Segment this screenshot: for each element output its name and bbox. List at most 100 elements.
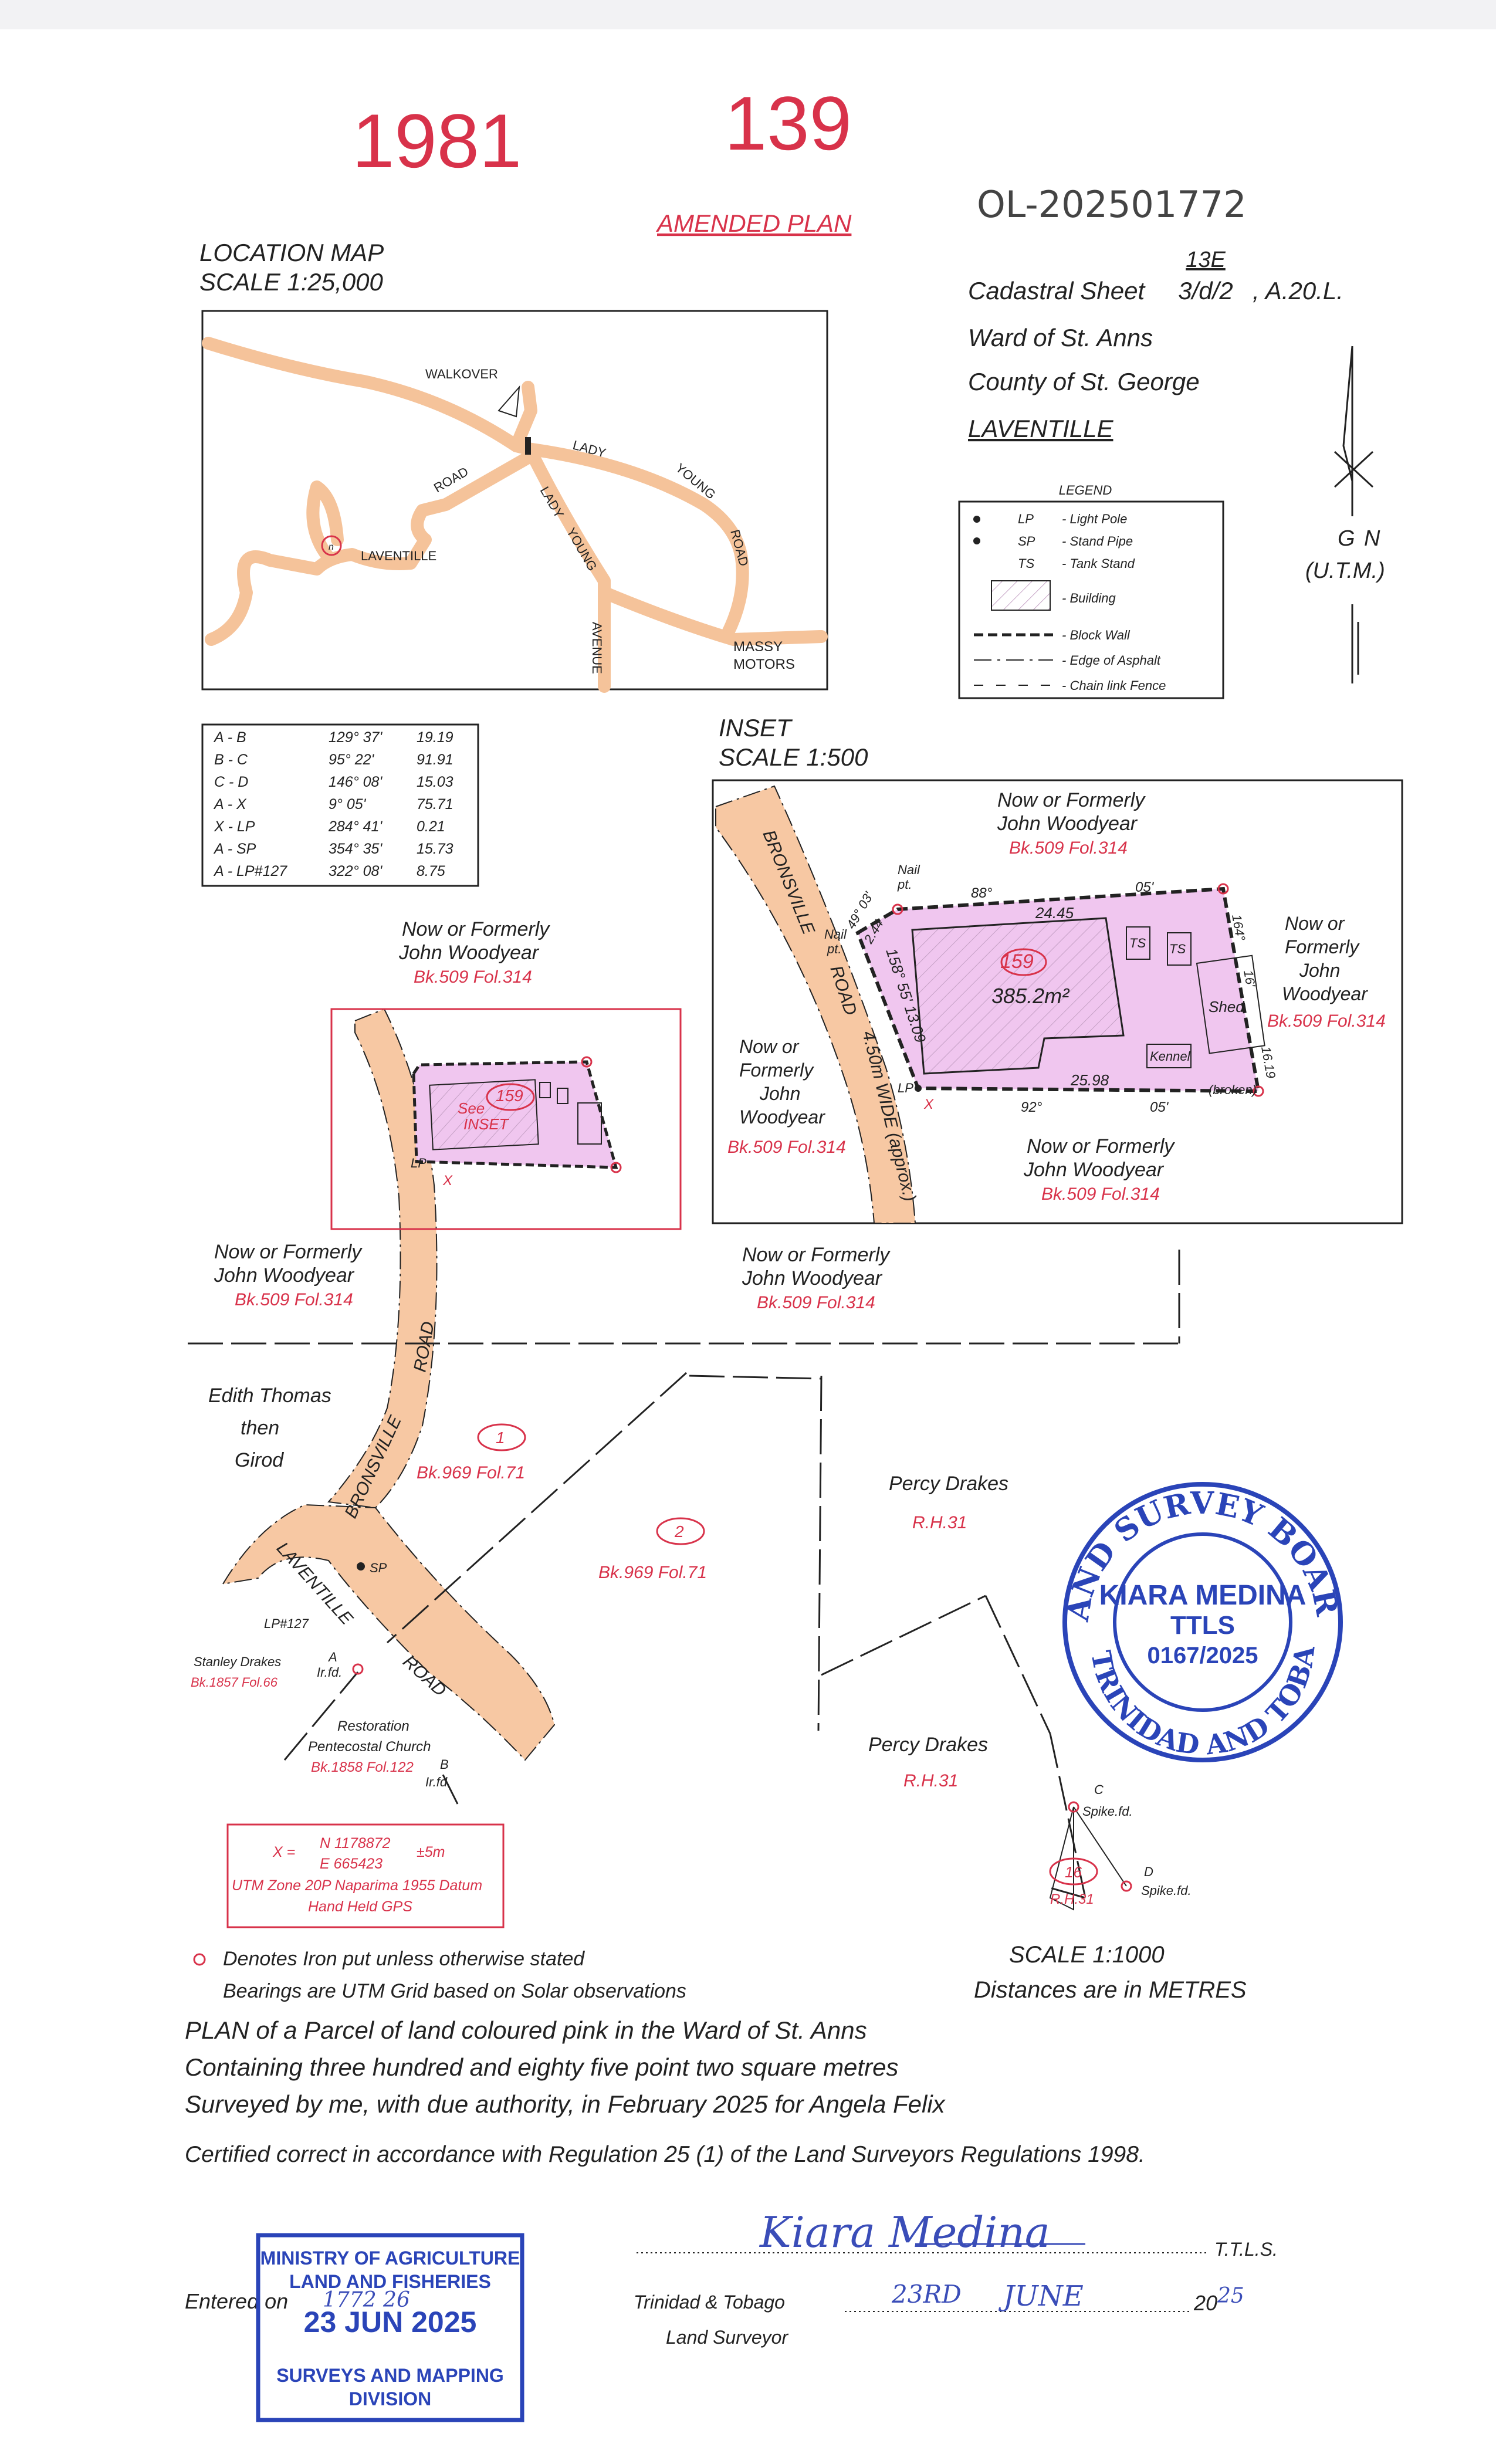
inset-title: INSET bbox=[719, 714, 793, 742]
inset-owner-bottom-2: John Woodyear bbox=[1023, 1159, 1165, 1181]
inset-frame bbox=[712, 779, 1403, 1224]
inset-dim-7: 16' bbox=[1241, 969, 1258, 989]
inset-house bbox=[911, 917, 1125, 1075]
legend-desc-sp: - Stand Pipe bbox=[1062, 534, 1133, 549]
lot1-ref: Bk.969 Fol.71 bbox=[417, 1463, 525, 1483]
inset-owner-top-1: Now or Formerly bbox=[997, 789, 1146, 811]
inset-dim-11: 92° bbox=[1021, 1099, 1043, 1115]
inset-owner-left-2: Formerly bbox=[739, 1060, 814, 1081]
main-edith-2: then bbox=[241, 1417, 279, 1439]
point-c-1: C bbox=[1094, 1782, 1104, 1797]
inset-shed bbox=[1196, 955, 1265, 1054]
main-parcel-number: 159 bbox=[496, 1087, 523, 1105]
bearing-angle: 95° 22' bbox=[329, 752, 375, 768]
bearing-angle: 146° 08' bbox=[329, 774, 383, 790]
sheet-suffix: , A.20.L. bbox=[1253, 277, 1343, 304]
year-suffix: 25 bbox=[1217, 2284, 1244, 2308]
inset-broken-label: (broken) bbox=[1209, 1082, 1257, 1097]
bearing-distance: 75.71 bbox=[417, 796, 453, 813]
inset-area: 385.2m² bbox=[991, 984, 1070, 1008]
legend-rows bbox=[973, 516, 1053, 686]
inset-parcel-boundary bbox=[855, 886, 1261, 1094]
bronsville-road bbox=[327, 1008, 438, 1509]
bearing-distance: 91.91 bbox=[417, 752, 453, 768]
coord-utm: UTM Zone 20P Naparima 1955 Datum bbox=[232, 1877, 482, 1894]
seal-name: KIARA MEDINA bbox=[1099, 1580, 1307, 1611]
point-b-1: B bbox=[440, 1757, 449, 1772]
inset-iron-1 bbox=[892, 903, 903, 915]
ministry-date: 23 JUN 2025 bbox=[304, 2306, 477, 2338]
inset-ts-1: TS bbox=[1129, 936, 1146, 950]
legend-box bbox=[958, 500, 1224, 699]
bearing-angle: 9° 05' bbox=[329, 796, 367, 813]
inset-x: X bbox=[923, 1096, 934, 1112]
seal-title: TTLS bbox=[1170, 1611, 1235, 1640]
main-edith-1: Edith Thomas bbox=[208, 1385, 331, 1407]
bearing-angle: 354° 35' bbox=[329, 841, 383, 857]
site-marker bbox=[321, 535, 342, 556]
inset-owner-right-ref: Bk.509 Fol.314 bbox=[1267, 1011, 1386, 1031]
ref-number: 139 bbox=[725, 80, 852, 166]
note-bearings: Bearings are UTM Grid based on Solar obs… bbox=[223, 1980, 686, 2002]
main-spike-c bbox=[1068, 1801, 1079, 1813]
lot1-circle bbox=[477, 1423, 526, 1451]
legend-desc-ts: - Tank Stand bbox=[1062, 556, 1135, 571]
point-a-2: Ir.fd. bbox=[317, 1665, 342, 1680]
legend-code-ts: TS bbox=[1018, 556, 1034, 571]
walkover-arrow bbox=[497, 385, 520, 418]
statement-2: Containing three hundred and eighty five… bbox=[185, 2053, 898, 2081]
stanley-ref: Bk.1857 Fol.66 bbox=[191, 1675, 278, 1690]
certified: Certified correct in accordance with Reg… bbox=[185, 2142, 1145, 2167]
inset-dim-12: 05' bbox=[1150, 1099, 1169, 1115]
walkover-marker bbox=[525, 437, 531, 455]
main-lp127: LP#127 bbox=[264, 1616, 309, 1631]
inset-nail-4: pt. bbox=[827, 942, 841, 956]
inset-kennel bbox=[1146, 1044, 1192, 1068]
bearing-angle: 129° 37' bbox=[329, 729, 383, 746]
coord-gps: Hand Held GPS bbox=[308, 1898, 412, 1915]
point-d-1: D bbox=[1144, 1864, 1153, 1879]
entered-number: 1772 26 bbox=[323, 2288, 410, 2312]
inset-dim-8: 16.19 bbox=[1258, 1045, 1278, 1080]
location-map-roads bbox=[202, 337, 828, 693]
inset-owner-left-4: Woodyear bbox=[739, 1106, 825, 1128]
bearing-line: A - X bbox=[213, 796, 247, 813]
ministry-line-4: DIVISION bbox=[349, 2388, 431, 2409]
main-owner-s-2: John Woodyear bbox=[742, 1267, 883, 1289]
ministry-line-3: SURVEYS AND MAPPING bbox=[276, 2365, 504, 2386]
percy-2-ref: R.H.31 bbox=[903, 1771, 958, 1791]
ol-number: OL-202501772 bbox=[977, 183, 1247, 226]
inset-lp: LP bbox=[898, 1081, 913, 1095]
seal-ring-bottom: OF TRINIDAD AND TOBAGO bbox=[0, 0, 1321, 1761]
trinidad-tobago-label: Trinidad & Tobago bbox=[634, 2292, 785, 2313]
inset-owner-right-2: Formerly bbox=[1285, 936, 1360, 957]
lot2-circle bbox=[656, 1517, 705, 1545]
date-month: JUNE bbox=[998, 2280, 1084, 2313]
main-owner-nw-1: Now or Formerly bbox=[402, 918, 550, 940]
ministry-stamp bbox=[256, 2233, 524, 2422]
bearing-distance: 19.19 bbox=[417, 729, 453, 746]
place: LAVENTILLE bbox=[968, 415, 1113, 442]
percy-1: Percy Drakes bbox=[889, 1473, 1008, 1495]
lot16-number: 16 bbox=[1065, 1863, 1082, 1881]
main-boundary-lines bbox=[188, 1250, 1180, 1899]
grid-north-g: G bbox=[1338, 526, 1355, 551]
legend-desc-blockwall: - Block Wall bbox=[1062, 628, 1131, 642]
main-owner-w-ref: Bk.509 Fol.314 bbox=[235, 1290, 353, 1309]
location-map-title: LOCATION MAP bbox=[199, 239, 384, 266]
scan-top-band bbox=[0, 0, 1496, 29]
inset-parcel-circle bbox=[1000, 948, 1047, 976]
main-owner-nw-2: John Woodyear bbox=[398, 942, 540, 964]
sheet-bottom: 3/d/2 bbox=[1178, 277, 1233, 304]
road-label-1: ROAD bbox=[727, 528, 752, 568]
bearing-distance: 0.21 bbox=[417, 818, 445, 835]
utm-label: (U.T.M.) bbox=[1305, 559, 1385, 583]
lot16-ref: R.H.31 bbox=[1050, 1891, 1094, 1907]
ref-year: 1981 bbox=[352, 98, 522, 184]
inset-shed-label: Shed bbox=[1209, 998, 1245, 1016]
bearing-line: B - C bbox=[214, 752, 248, 768]
main-shed bbox=[577, 1102, 602, 1145]
sheet-top: 13E bbox=[1186, 248, 1226, 272]
